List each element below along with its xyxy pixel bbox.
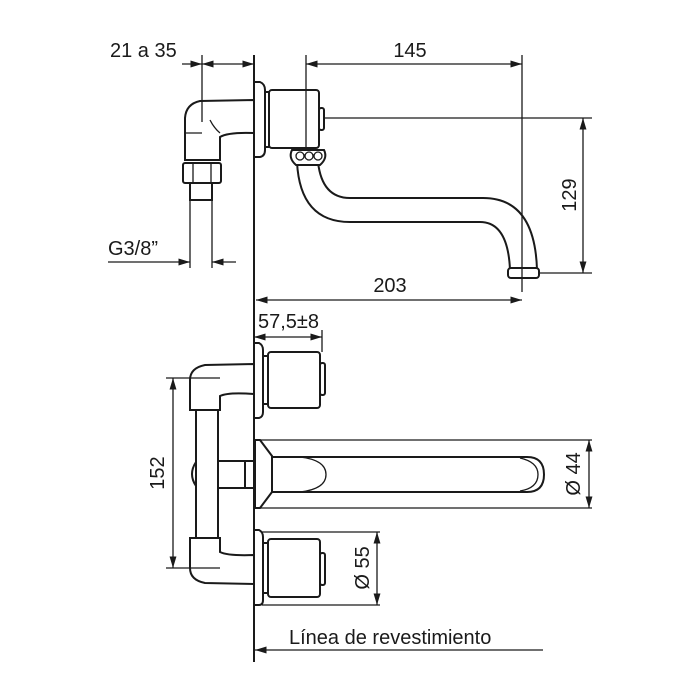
dim-thread: G3/8”	[108, 238, 158, 260]
dim-handle-diameter: Ø 55	[352, 546, 374, 589]
upper-handle	[267, 351, 321, 409]
spout	[295, 161, 539, 271]
dim-handle-depth: 57,5±8	[258, 311, 319, 333]
dim-spout-diameter: Ø 44	[563, 452, 585, 495]
dim-centers: 152	[147, 456, 169, 489]
spout-tube	[271, 456, 546, 493]
lower-handle	[267, 538, 321, 598]
dim-wall-offset: 21 a 35	[110, 40, 177, 62]
spout-base	[254, 439, 273, 509]
wall-line-label: Línea de revestimiento	[289, 627, 491, 649]
wall-flange	[253, 81, 266, 158]
supply-tube	[195, 409, 219, 539]
valve-handle	[268, 89, 320, 149]
dim-projection: 203	[373, 275, 406, 297]
upper-elbow	[189, 362, 255, 411]
dim-height: 129	[559, 178, 581, 211]
front-view: 57,5±8 152 Ø 44 Ø 55 Línea de revestimie…	[147, 311, 593, 654]
spout-coupling	[289, 149, 327, 166]
lower-elbow	[189, 537, 255, 586]
top-view: 21 a 35 145 129 203 G3/8”	[108, 40, 592, 304]
inlet-nut	[182, 162, 222, 184]
spout-outlet	[507, 267, 540, 279]
inlet-elbow	[184, 98, 255, 161]
dim-handle-to-outlet: 145	[393, 40, 426, 62]
